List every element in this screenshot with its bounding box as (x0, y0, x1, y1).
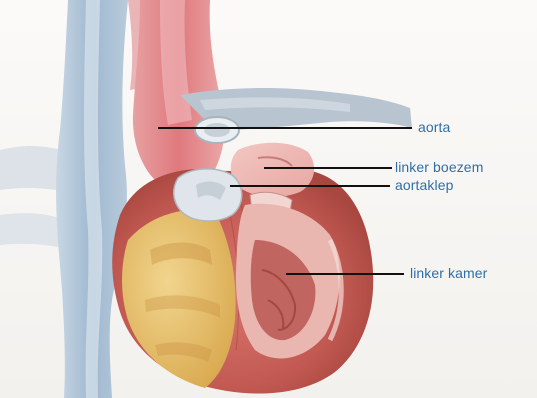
aortic-valve-label: aortaklep (395, 178, 454, 192)
left-atrium-leader-line (264, 167, 392, 169)
pulmonary-veins (180, 88, 412, 143)
aortic-valve (174, 169, 242, 221)
aortic-valve-leader-line (230, 185, 390, 187)
vena-cava (56, 0, 128, 398)
left-ventricle-leader-line (286, 273, 404, 275)
epicardial-fat (122, 210, 236, 388)
aorta-label: aorta (418, 120, 450, 134)
left-atrium-label: linker boezem (395, 160, 483, 174)
left-atrium (231, 143, 314, 197)
aorta-leader-line (158, 127, 412, 129)
left-ventricle-label: linker kamer (410, 266, 487, 280)
